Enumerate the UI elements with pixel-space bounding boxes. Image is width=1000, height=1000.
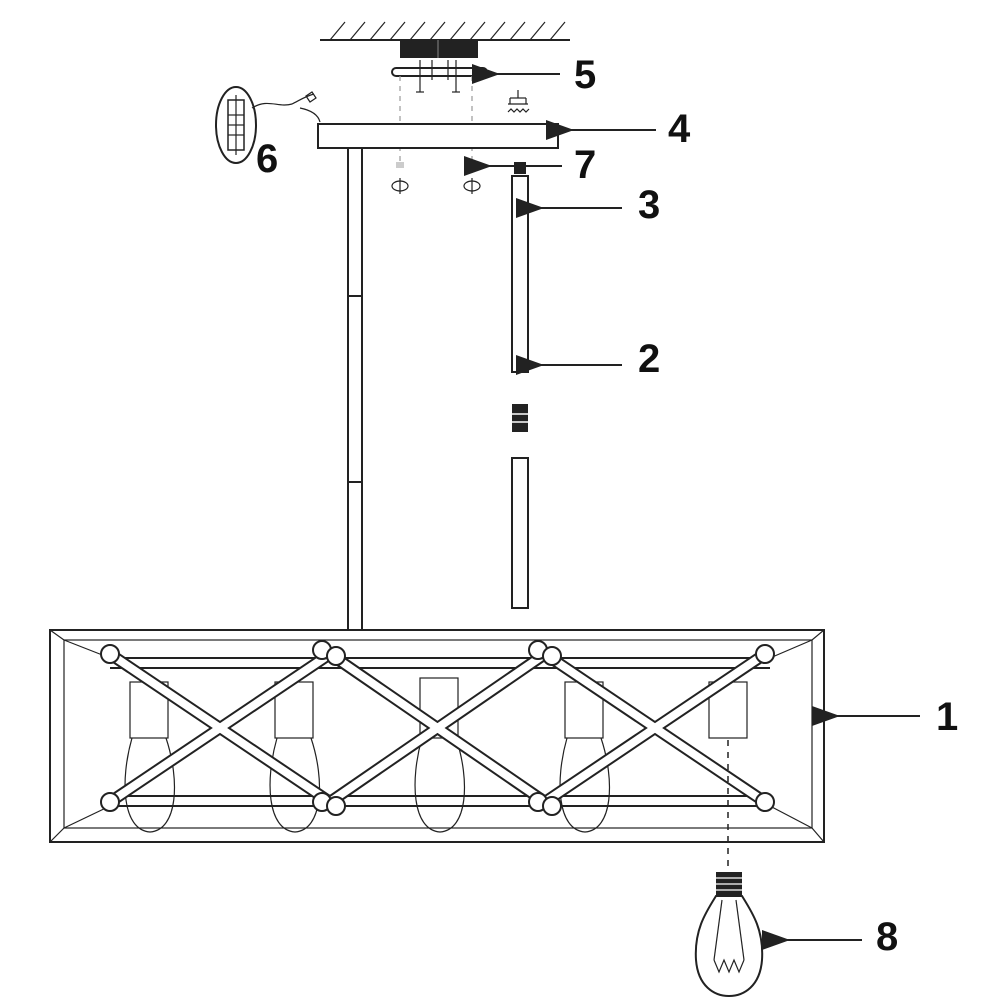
rod-lower (511, 457, 529, 609)
installed-sockets (124, 677, 748, 833)
assembled-downrod (347, 147, 363, 631)
socket-2 (269, 681, 321, 833)
leader-arrows (464, 64, 920, 950)
frame (49, 629, 825, 843)
socket-3 (414, 677, 466, 833)
callout-label-1: 1 (936, 695, 958, 739)
cross-bar-joints (100, 640, 775, 816)
callout-label-2: 2 (638, 337, 660, 381)
canopy (317, 123, 559, 149)
canopy-screws (391, 162, 481, 194)
callout-label-4: 4 (668, 107, 691, 151)
ceiling-junction-box (400, 40, 478, 58)
wire-connector-detail (215, 86, 321, 164)
rod-upper (511, 175, 529, 373)
ceiling (320, 21, 570, 58)
callout-label-6: 6 (256, 137, 278, 181)
callout-label-3: 3 (638, 183, 660, 227)
bulb (694, 872, 764, 998)
rod-coupler (512, 404, 528, 432)
callout-label-5: 5 (574, 53, 596, 97)
callout-label-7: 7 (574, 143, 596, 187)
callout-label-8: 8 (876, 915, 898, 959)
canopy-nut (514, 162, 526, 174)
ground-screw-icon (507, 90, 530, 113)
